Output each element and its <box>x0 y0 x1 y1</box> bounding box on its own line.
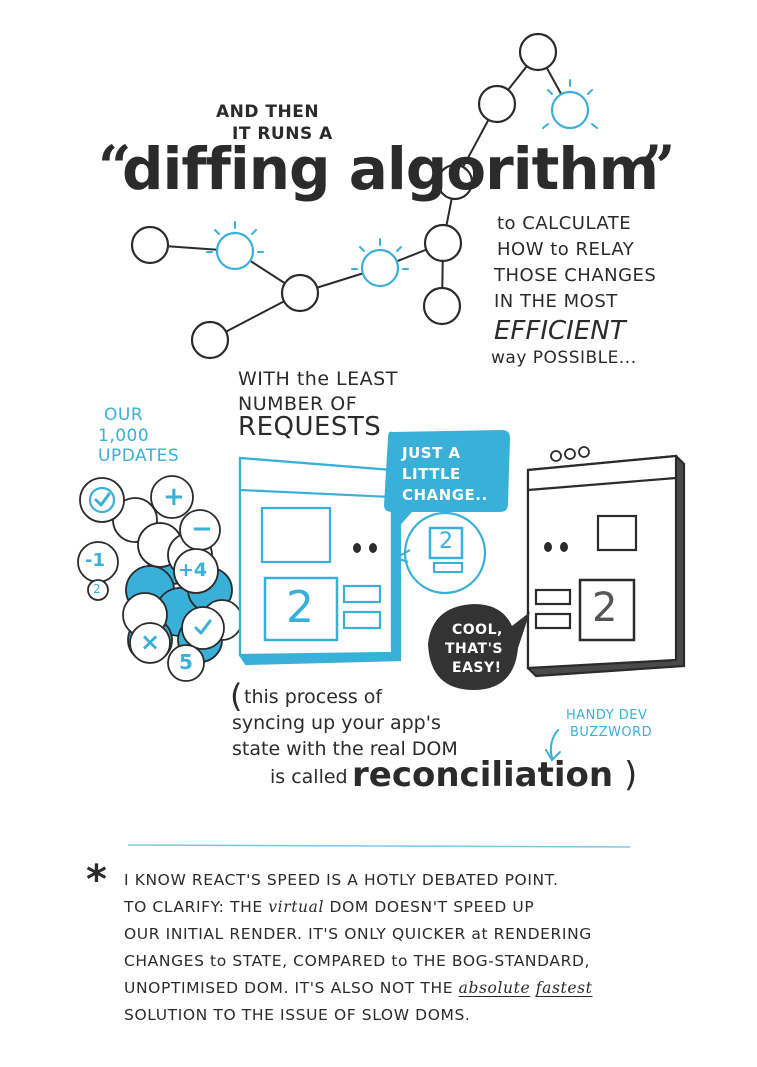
title-diffing-algorithm: diffing algorithm <box>122 135 659 203</box>
graph-node <box>436 163 474 201</box>
title-open-quote: “ <box>98 133 132 201</box>
two-bubble <box>87 579 109 601</box>
five-bubble <box>167 644 205 682</box>
least-line-3: REQUESTS <box>238 412 382 442</box>
plus4-symbol: +4 <box>178 559 208 581</box>
card-number-zoom: 2 <box>439 529 453 554</box>
heading-line-1: AND THEN <box>216 102 320 122</box>
two-symbol: 2 <box>93 582 101 596</box>
updates-label-2: 1,000 <box>98 426 150 446</box>
footnote-asterisk: * <box>86 857 107 903</box>
graph-node <box>130 225 170 265</box>
five-symbol: 5 <box>179 650 193 674</box>
graph-node-changed <box>360 248 400 288</box>
zoom-circle <box>393 511 487 595</box>
reconcile-line-1: this process of <box>244 686 383 708</box>
way-possible: way POSSIBLE... <box>491 348 637 368</box>
speech-bubble-blue <box>384 430 510 530</box>
virtual-word: virtual <box>268 898 325 916</box>
plus-symbol: + <box>163 482 185 512</box>
browser-window-left <box>238 456 402 666</box>
divider-line <box>127 844 631 848</box>
updates-label-1: OUR <box>104 405 144 425</box>
eyes-left <box>353 543 377 553</box>
reconcile-open-paren: ( <box>230 677 243 715</box>
footnote-line-4: CHANGES to STATE, COMPARED to THE BOG-ST… <box>124 952 591 970</box>
speech-bubble-dark <box>428 604 530 690</box>
window-dots <box>550 446 590 462</box>
footnote-line-1: I KNOW REACT'S SPEED IS A HOTLY DEBATED … <box>124 871 559 889</box>
footnote-line-6: SOLUTION TO THE ISSUE OF SLOW DOMS. <box>124 1006 471 1024</box>
check-icon <box>88 486 116 514</box>
card-number-left: 2 <box>286 582 314 633</box>
graph-node <box>423 223 463 263</box>
calc-line-4: IN THE MOST <box>494 291 618 312</box>
speech-dark-line-1: COOL, <box>452 622 503 638</box>
speech-blue-line-1: JUST A <box>402 444 461 462</box>
buzzword-arrow <box>545 729 561 762</box>
graph-node <box>422 286 462 326</box>
speech-blue-line-3: CHANGE.. <box>402 486 488 504</box>
times-symbol: × <box>140 628 161 656</box>
reconcile-line-3: state with the real DOM <box>232 738 458 760</box>
calc-line-3: THOSE CHANGES <box>494 265 657 286</box>
graph-node-changed <box>215 231 255 271</box>
calc-line-2: HOW to RELAY <box>497 239 635 260</box>
plus4-bubble <box>173 548 219 594</box>
check-bubble <box>79 477 125 523</box>
reconciliation-word: reconciliation <box>352 755 614 795</box>
plus-bubble <box>150 475 194 519</box>
update-bubbles-cluster <box>77 475 243 682</box>
updates-label-3: UPDATES <box>98 446 180 466</box>
graph-node <box>280 273 320 313</box>
buzzword-line-2: BUZZWORD <box>570 725 653 740</box>
footnote-line-5: UNOPTIMISED DOM. IT'S ALSO NOT THE absol… <box>124 979 593 997</box>
fastest-word: fastest <box>535 979 593 997</box>
times-bubble <box>129 622 171 664</box>
reconcile-close-paren: ) <box>624 755 638 795</box>
efficient-word: EFFICIENT <box>494 316 626 346</box>
speech-blue-line-2: LITTLE <box>402 465 461 483</box>
title-close-quote: ” <box>642 133 676 201</box>
least-line-2: NUMBER OF <box>238 393 358 415</box>
graph-node-changed <box>550 90 590 130</box>
browser-window-right <box>526 454 686 678</box>
footnote-line-2: TO CLARIFY: THE virtual DOM DOESN'T SPEE… <box>124 898 535 916</box>
eyes-right <box>544 542 568 552</box>
minus-symbol: − <box>191 514 213 544</box>
graph-node <box>518 32 558 72</box>
minus1-symbol: -1 <box>85 550 105 571</box>
graph-node <box>190 320 230 360</box>
least-line-1: WITH the LEAST <box>238 368 398 390</box>
footnote-line-3: OUR INITIAL RENDER. IT'S ONLY QUICKER at… <box>124 925 592 943</box>
calc-line-1: to CALCULATE <box>497 213 632 234</box>
card-number-right: 2 <box>592 585 618 631</box>
graph-nodes <box>130 32 558 360</box>
heading-line-2: IT RUNS A <box>232 124 333 144</box>
absolute-word: absolute <box>458 979 531 997</box>
reconcile-line-4: is called <box>270 766 348 788</box>
buzzword-line-1: HANDY DEV <box>566 708 648 723</box>
sparkle-marks <box>206 79 598 270</box>
speech-dark-line-3: EASY! <box>452 660 502 676</box>
speech-dark-line-2: THAT'S <box>445 641 503 657</box>
graph-nodes-highlighted <box>215 90 590 288</box>
graph-node <box>477 84 517 124</box>
reconcile-line-2: syncing up your app's <box>232 712 441 734</box>
update-bubble-symbols <box>88 486 212 635</box>
